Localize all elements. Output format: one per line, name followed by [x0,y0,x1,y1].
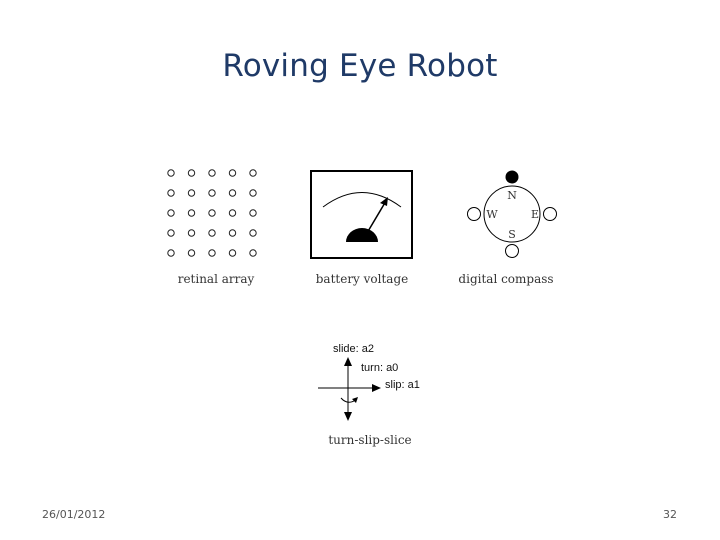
retinal-cell [167,229,175,237]
digital-compass-label: digital compass [458,272,553,286]
retinal-cell [249,229,257,237]
turn-slip-slice-label: turn-slip-slice [328,433,411,447]
compass-east: E [531,208,539,221]
retinal-cell [167,189,175,197]
slide-action-label: slide: a2 [333,343,374,355]
turn-action-label: turn: a0 [361,362,398,374]
retinal-array-grid [167,169,257,257]
retinal-cell [249,209,257,217]
retinal-cell [187,189,196,197]
slide-date: 26/01/2012 [42,508,106,521]
compass-south: S [508,228,516,241]
turn-slip-slice-actions: slide: a2 turn: a0 slip: a1 [318,343,420,421]
compass-west: W [486,208,498,221]
slide-title: Roving Eye Robot [222,48,498,84]
retinal-cell [187,209,196,217]
battery-voltage-meter [310,170,413,259]
retinal-cell [208,249,216,257]
retinal-cell [228,209,237,217]
retinal-cell [208,229,216,237]
retinal-cell [208,189,216,197]
slip-action-label: slip: a1 [385,379,420,391]
retinal-cell [228,229,237,237]
retinal-cell [228,169,237,177]
retinal-cell [167,249,175,257]
retinal-cell [249,169,257,177]
retinal-cell [249,249,257,257]
retinal-array-label: retinal array [178,272,255,286]
retinal-cell [249,189,257,197]
digital-compass: N W E S [467,170,557,258]
retinal-cell [167,209,175,217]
retinal-cell [187,249,196,257]
retinal-cell [228,249,237,257]
retinal-cell [208,169,216,177]
battery-voltage-label: battery voltage [316,272,409,286]
retinal-cell [167,169,175,177]
retinal-cell [187,169,196,177]
retinal-cell [208,209,216,217]
retinal-cell [187,229,196,237]
compass-north: N [507,189,517,202]
retinal-cell [228,189,237,197]
slide-page-number: 32 [663,508,677,521]
